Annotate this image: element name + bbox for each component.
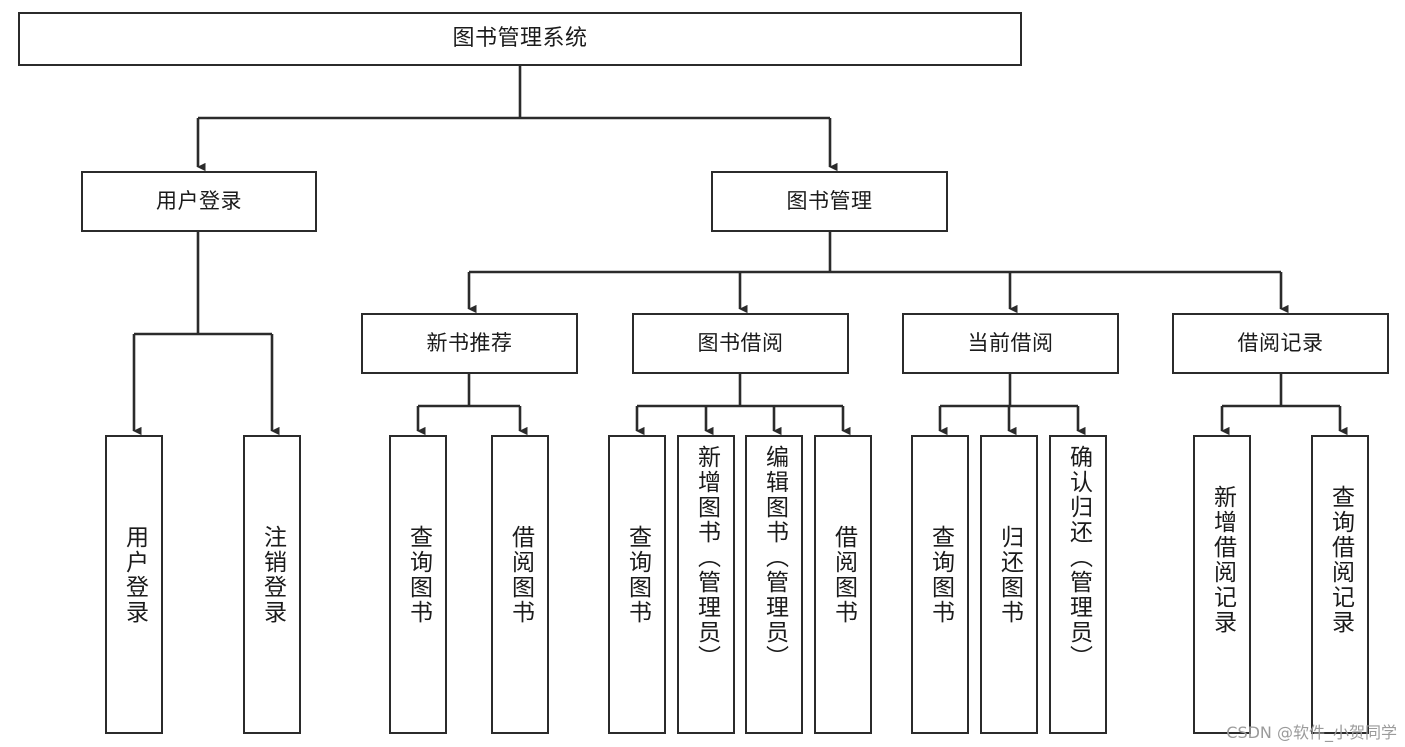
leaf-book-borrow-edit[interactable]: 编辑图书（管理员） <box>745 435 803 734</box>
leaf-book-borrow-add[interactable]: 新增图书（管理员） <box>677 435 735 734</box>
node-current-borrow-label: 当前借阅 <box>967 331 1054 356</box>
leaf-user-login-logout[interactable]: 注销登录 <box>243 435 301 734</box>
node-new-book-recommend[interactable]: 新书推荐 <box>361 313 578 374</box>
leaf-borrow-record-add[interactable]: 新增借阅记录 <box>1193 435 1251 734</box>
leaf-current-borrow-return-label: 归还图书 <box>996 525 1023 625</box>
leaf-new-book-query[interactable]: 查询图书 <box>389 435 447 734</box>
node-new-book-recommend-label: 新书推荐 <box>426 331 513 356</box>
leaf-borrow-record-query[interactable]: 查询借阅记录 <box>1311 435 1369 734</box>
leaf-user-login-login-label: 用户登录 <box>121 525 148 625</box>
leaf-new-book-query-label: 查询图书 <box>405 525 432 625</box>
leaf-book-borrow-edit-label: 编辑图书（管理员） <box>761 445 788 670</box>
leaf-current-borrow-confirm-return-label: 确认归还（管理员） <box>1065 445 1092 670</box>
node-user-login[interactable]: 用户登录 <box>81 171 317 232</box>
node-borrow-record[interactable]: 借阅记录 <box>1172 313 1389 374</box>
node-root[interactable]: 图书管理系统 <box>18 12 1022 66</box>
node-book-manage[interactable]: 图书管理 <box>711 171 948 232</box>
leaf-user-login-logout-label: 注销登录 <box>259 525 286 625</box>
leaf-current-borrow-query[interactable]: 查询图书 <box>911 435 969 734</box>
leaf-book-borrow-query-label: 查询图书 <box>624 525 651 625</box>
leaf-book-borrow-borrow[interactable]: 借阅图书 <box>814 435 872 734</box>
leaf-current-borrow-return[interactable]: 归还图书 <box>980 435 1038 734</box>
leaf-book-borrow-query[interactable]: 查询图书 <box>608 435 666 734</box>
leaf-borrow-record-add-label: 新增借阅记录 <box>1209 485 1236 635</box>
leaf-user-login-login[interactable]: 用户登录 <box>105 435 163 734</box>
leaf-borrow-record-query-label: 查询借阅记录 <box>1327 485 1354 635</box>
leaf-book-borrow-borrow-label: 借阅图书 <box>830 525 857 625</box>
leaf-book-borrow-add-label: 新增图书（管理员） <box>693 445 720 670</box>
node-book-manage-label: 图书管理 <box>786 189 873 214</box>
leaf-new-book-borrow-label: 借阅图书 <box>507 525 534 625</box>
node-book-borrow-label: 图书借阅 <box>697 331 784 356</box>
csdn-watermark: CSDN @软件_小贺同学 <box>1226 723 1397 742</box>
node-current-borrow[interactable]: 当前借阅 <box>902 313 1119 374</box>
node-root-label: 图书管理系统 <box>452 26 588 52</box>
leaf-new-book-borrow[interactable]: 借阅图书 <box>491 435 549 734</box>
leaf-current-borrow-query-label: 查询图书 <box>927 525 954 625</box>
leaf-current-borrow-confirm-return[interactable]: 确认归还（管理员） <box>1049 435 1107 734</box>
node-book-borrow[interactable]: 图书借阅 <box>632 313 849 374</box>
node-borrow-record-label: 借阅记录 <box>1237 331 1324 356</box>
node-user-login-label: 用户登录 <box>156 189 242 214</box>
